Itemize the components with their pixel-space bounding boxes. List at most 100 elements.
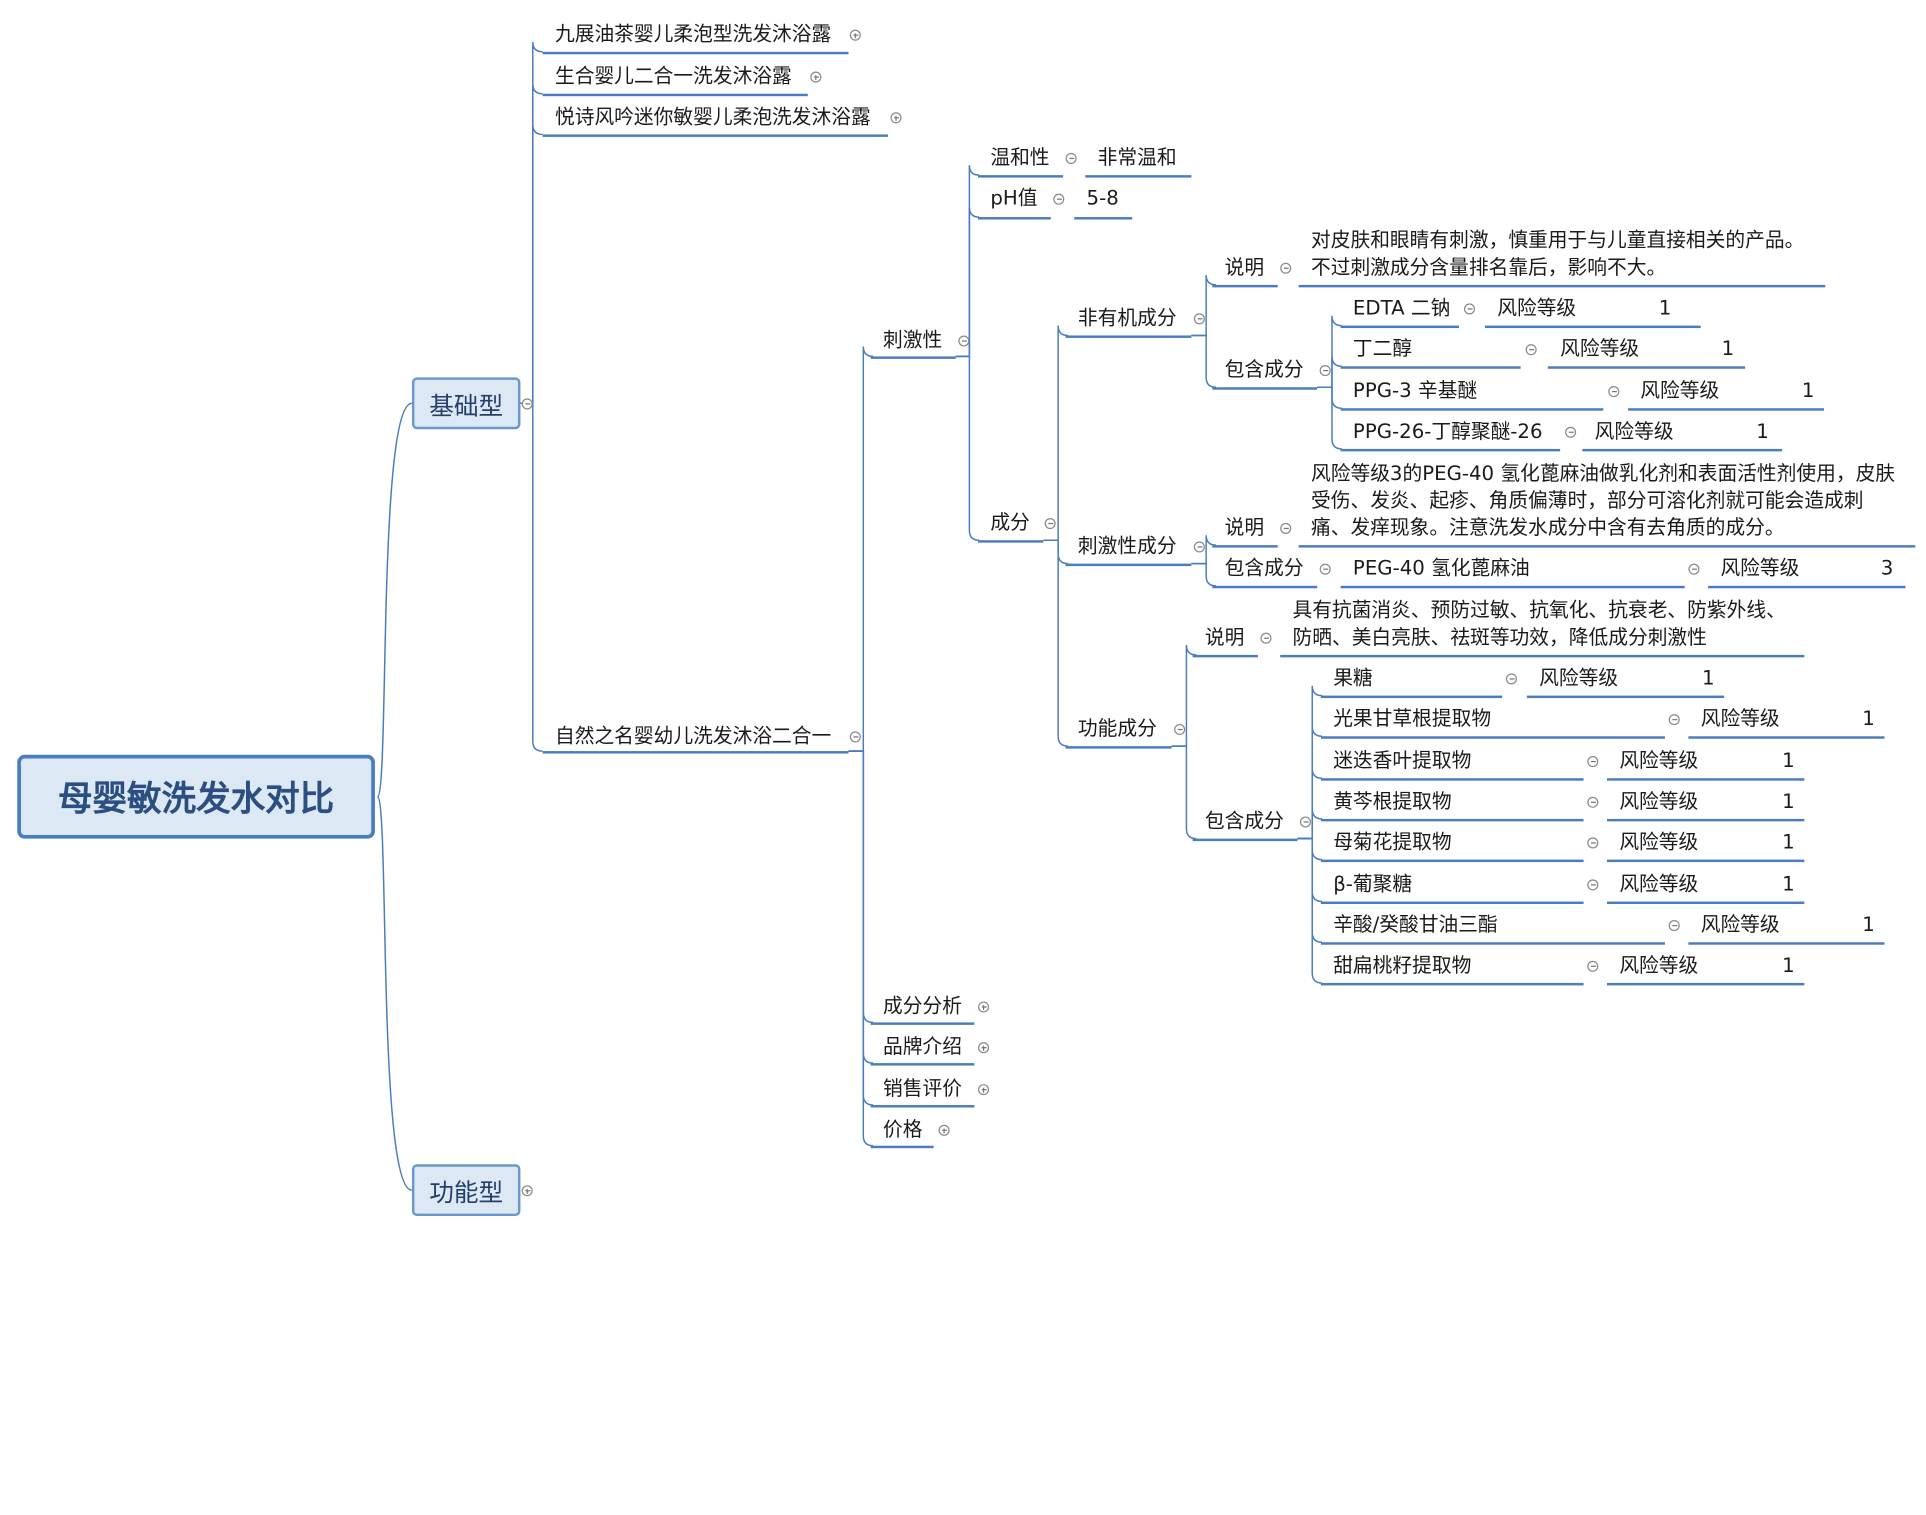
topic-underline — [1340, 325, 1459, 329]
risk-value: 1 — [1701, 665, 1715, 690]
collapse-toggle-icon[interactable] — [1525, 344, 1537, 356]
collapse-toggle-icon[interactable] — [1299, 816, 1311, 828]
expand-toggle-icon[interactable] — [978, 1042, 990, 1054]
ingredient-name[interactable]: EDTA 二钠 — [1352, 295, 1451, 320]
branch-functional[interactable]: 功能型 — [411, 1164, 521, 1217]
collapse-toggle-icon[interactable] — [1319, 563, 1331, 575]
product-topic[interactable]: 九展油茶婴儿柔泡型洗发沐浴露 — [554, 22, 832, 46]
functional-category[interactable]: 功能成分 — [1077, 716, 1157, 740]
expand-toggle-icon[interactable] — [890, 112, 902, 124]
expand-toggle-icon[interactable] — [849, 29, 861, 41]
connector-branch — [1191, 562, 1217, 587]
product-topic[interactable]: 悦诗风吟迷你敏婴儿柔泡洗发沐浴露 — [554, 104, 871, 129]
expand-toggle-icon[interactable] — [521, 1185, 533, 1197]
product-topic-main[interactable]: 自然之名婴幼儿洗发沐浴二合一 — [554, 723, 832, 748]
expand-toggle-icon[interactable] — [810, 71, 822, 83]
risk-label: 风险等级 — [1560, 336, 1640, 361]
topic-underline — [1526, 695, 1725, 699]
attribute-topic[interactable]: 刺激性 — [883, 328, 943, 352]
connector-branch — [1297, 837, 1323, 943]
collapse-toggle-icon[interactable] — [1688, 563, 1700, 575]
branch-basic[interactable]: 基础型 — [411, 377, 521, 430]
collapse-toggle-icon[interactable] — [1668, 920, 1680, 932]
expand-toggle-icon[interactable] — [978, 1001, 990, 1013]
topic-underline — [1582, 448, 1783, 452]
collapse-toggle-icon[interactable] — [1280, 262, 1292, 274]
topic-underline — [1280, 654, 1805, 658]
ph-label[interactable]: pH值 — [990, 186, 1038, 210]
topic-underline — [1320, 901, 1584, 905]
ingredient-name[interactable]: PPG-26-丁醇聚醚-26 — [1352, 419, 1543, 443]
collapse-toggle-icon[interactable] — [1174, 723, 1186, 736]
collapse-toggle-icon[interactable] — [1587, 837, 1599, 849]
desc-text: 痛、发痒现象。注意洗发水成分中含有去角质的成分。 — [1310, 515, 1785, 539]
ingredient-name[interactable]: 光果甘草根提取物 — [1333, 706, 1492, 731]
desc-label[interactable]: 说明 — [1224, 255, 1265, 279]
expand-toggle-icon[interactable] — [978, 1084, 990, 1096]
collapse-toggle-icon[interactable] — [1587, 796, 1599, 808]
attribute-topic[interactable]: 销售评价 — [883, 1076, 962, 1101]
collapse-toggle-icon[interactable] — [1319, 365, 1331, 377]
irritant-category[interactable]: 刺激性成分 — [1077, 534, 1177, 558]
collapse-toggle-icon[interactable] — [1587, 960, 1599, 972]
ingredient-name[interactable]: 丁二醇 — [1352, 336, 1413, 361]
topic-underline — [1340, 366, 1521, 369]
ingredient-name[interactable]: 辛酸/癸酸甘油三酯 — [1333, 912, 1498, 937]
ingredient-name[interactable]: β-葡聚糖 — [1333, 871, 1413, 896]
risk-label: 风险等级 — [1700, 706, 1780, 731]
topic-underline — [1320, 982, 1584, 986]
collapse-toggle-icon[interactable] — [849, 731, 861, 743]
topic-underline — [1065, 746, 1172, 749]
collapse-toggle-icon[interactable] — [1463, 303, 1476, 315]
ingredient-name[interactable]: PEG-40 氢化蓖麻油 — [1352, 556, 1530, 580]
inorganic-category[interactable]: 非有机成分 — [1077, 305, 1177, 330]
collapse-toggle-icon[interactable] — [1587, 756, 1599, 768]
root-topic[interactable]: 母婴敏洗发水对比 — [17, 754, 375, 839]
connector-branch — [520, 402, 543, 752]
topic-underline — [1340, 448, 1561, 452]
collapse-toggle-icon[interactable] — [1193, 541, 1205, 553]
connector-branch — [1043, 539, 1069, 565]
desc-text: 不过刺激成分含量排名靠后，影响不大。 — [1310, 255, 1667, 279]
connector-branch — [1297, 726, 1323, 840]
collapse-toggle-icon[interactable] — [1565, 426, 1577, 438]
contains-label[interactable]: 包含成分 — [1224, 556, 1304, 580]
topic-underline — [870, 1063, 975, 1066]
product-topic[interactable]: 生合婴儿二合一洗发沐浴露 — [554, 64, 792, 88]
collapse-toggle-icon[interactable] — [1505, 673, 1517, 685]
connector-curve — [376, 795, 413, 1191]
ingredient-name[interactable]: 母菊花提取物 — [1333, 830, 1452, 854]
attribute-topic[interactable]: 成分分析 — [883, 994, 962, 1018]
collapse-toggle-icon[interactable] — [1044, 517, 1056, 530]
topic-underline — [870, 1105, 975, 1108]
topic-underline — [1606, 818, 1805, 822]
topic-underline — [1212, 545, 1278, 548]
collapse-toggle-icon[interactable] — [521, 398, 533, 410]
expand-toggle-icon[interactable] — [938, 1124, 950, 1136]
ingredient-name[interactable]: 甜扁桃籽提取物 — [1333, 953, 1472, 977]
ingredient-name[interactable]: 迷迭香叶提取物 — [1333, 748, 1472, 773]
ingredients-label[interactable]: 成分 — [990, 510, 1030, 535]
ingredient-name[interactable]: 果糖 — [1333, 665, 1373, 690]
collapse-toggle-icon[interactable] — [1260, 632, 1272, 644]
topic-underline — [870, 1145, 934, 1149]
attribute-topic[interactable]: 品牌介绍 — [883, 1034, 962, 1059]
topic-underline — [1298, 545, 1916, 548]
desc-label[interactable]: 说明 — [1224, 515, 1265, 539]
collapse-toggle-icon[interactable] — [1587, 879, 1599, 891]
contains-label[interactable]: 包含成分 — [1204, 809, 1284, 833]
collapse-toggle-icon[interactable] — [1280, 522, 1292, 535]
mildness-label[interactable]: 温和性 — [990, 145, 1050, 169]
collapse-toggle-icon[interactable] — [1053, 193, 1065, 205]
desc-label[interactable]: 说明 — [1204, 625, 1245, 649]
collapse-toggle-icon[interactable] — [1065, 152, 1077, 165]
collapse-toggle-icon[interactable] — [1193, 313, 1205, 325]
attribute-topic[interactable]: 价格 — [883, 1117, 923, 1141]
ingredient-name[interactable]: PPG-3 辛基醚 — [1352, 378, 1478, 403]
contains-label[interactable]: 包含成分 — [1224, 357, 1304, 382]
collapse-toggle-icon[interactable] — [1668, 714, 1680, 726]
ingredient-name[interactable]: 黄芩根提取物 — [1333, 789, 1452, 813]
collapse-toggle-icon[interactable] — [958, 335, 970, 347]
collapse-toggle-icon[interactable] — [1608, 386, 1620, 398]
connector-branch — [848, 346, 874, 752]
